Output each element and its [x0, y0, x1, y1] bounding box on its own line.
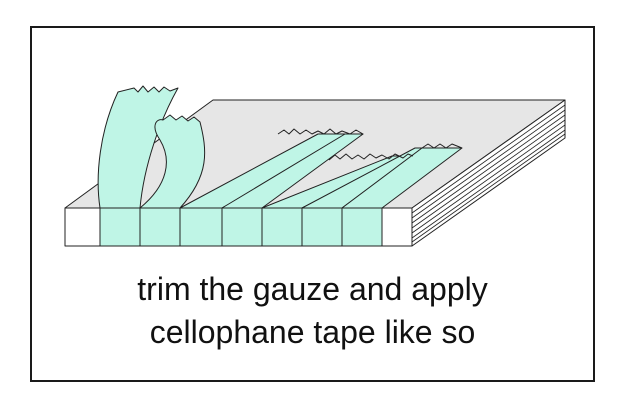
board-layer-lines — [411, 104, 566, 243]
tape-strip-curled-right — [139, 114, 206, 209]
caption-line-1: trim the gauze and apply — [137, 271, 488, 307]
tape-strips-flat — [179, 133, 463, 209]
caption: trim the gauze and apply cellophane tape… — [30, 268, 595, 354]
tape-strip-curled-left — [97, 85, 179, 209]
torn-edges — [277, 128, 463, 161]
tape-front-segments — [99, 207, 383, 247]
caption-line-2: cellophane tape like so — [149, 314, 476, 350]
